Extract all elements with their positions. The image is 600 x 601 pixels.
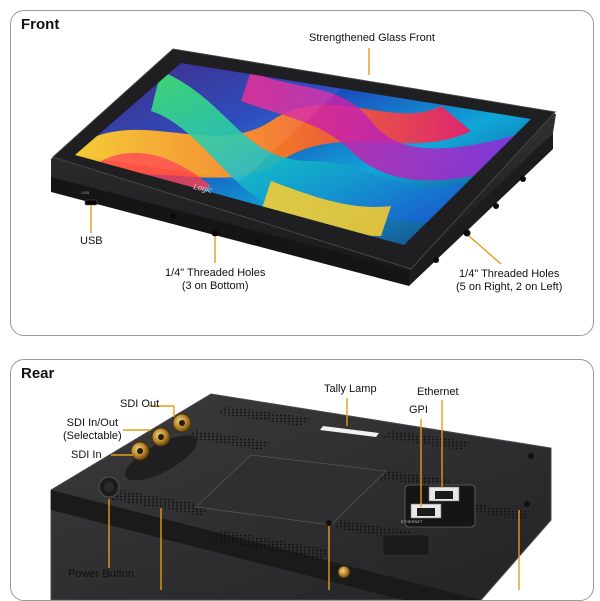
rear-title: Rear xyxy=(21,365,55,382)
bottom-hole-callout xyxy=(211,229,219,237)
rear-illustration: ETHERNET xyxy=(50,393,552,600)
label-holes-bottom: 1/4" Threaded Holes (3 on Bottom) xyxy=(165,267,266,292)
label-glass-front: Strengthened Glass Front xyxy=(309,32,435,44)
usb-port-text: USB xyxy=(81,190,90,195)
front-panel: Front xyxy=(10,10,594,336)
brand-logo: Logic xyxy=(193,182,214,195)
label-sdi-in: SDI In xyxy=(71,449,102,461)
side-hole-callout xyxy=(463,229,471,237)
sdi-connectors xyxy=(125,413,197,481)
label-gpi: GPI xyxy=(409,404,428,416)
label-ethernet: Ethernet xyxy=(417,386,459,398)
label-sdi-inout: SDI In/Out (Selectable) xyxy=(63,417,122,442)
label-holes-side: 1/4" Threaded Holes (5 on Right, 2 on Le… xyxy=(456,268,563,293)
label-tally-lamp: Tally Lamp xyxy=(324,383,377,395)
label-power-button: Power Button xyxy=(68,568,135,580)
ethernet-engraving: ETHERNET xyxy=(401,519,423,524)
rear-panel: Rear xyxy=(10,359,594,601)
tally-lamp xyxy=(320,426,379,437)
front-illustration: Logic USB xyxy=(51,48,556,286)
label-usb: USB xyxy=(80,235,103,247)
usb-port xyxy=(84,199,98,206)
label-sdi-out: SDI Out xyxy=(120,398,160,410)
front-title: Front xyxy=(21,16,60,33)
